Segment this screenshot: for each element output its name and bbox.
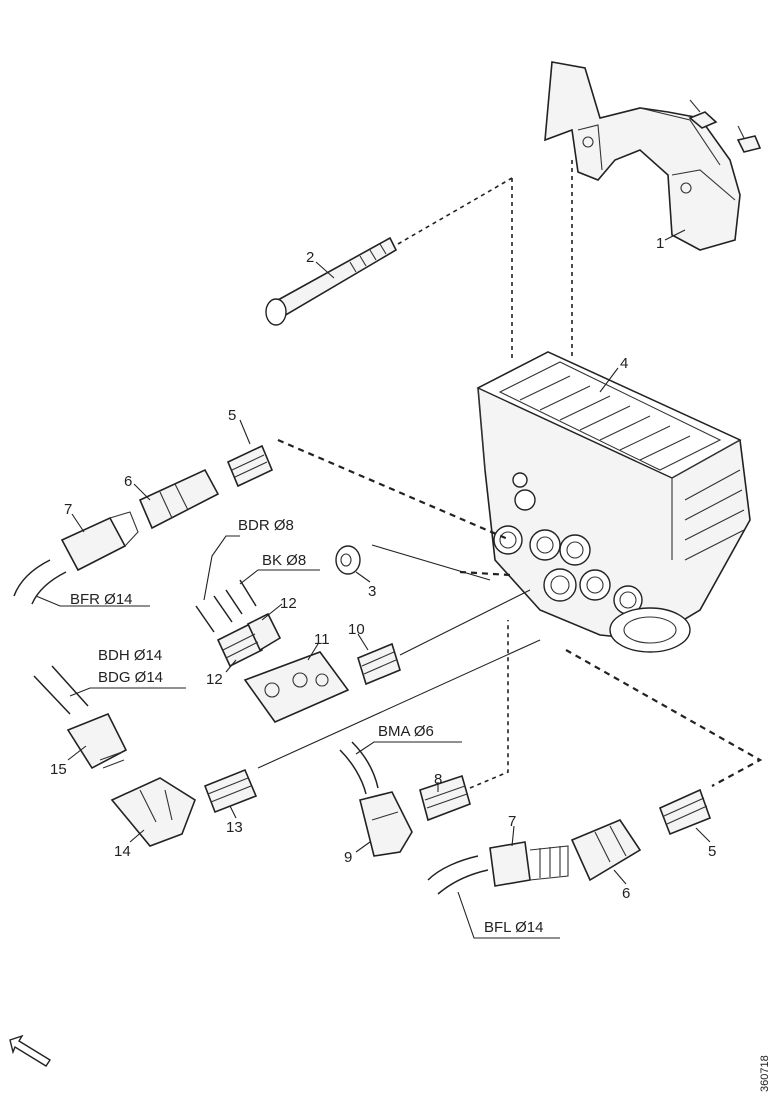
leader-line (239, 569, 320, 585)
bma-hose (339, 741, 379, 795)
fitting-chain-lower-right (427, 788, 712, 895)
callout-7-lower: 7 (508, 813, 516, 830)
leader-line (355, 571, 371, 583)
bdh-hose (33, 665, 89, 715)
orientation-arrow-icon (9, 1034, 51, 1067)
alignment-line (459, 570, 511, 577)
alignment-line (469, 620, 509, 789)
bolt-part (265, 177, 513, 326)
callout-12-upper: 12 (280, 595, 297, 612)
leader-line (133, 483, 151, 501)
leader-line (67, 745, 87, 761)
callout-12-lower: 12 (206, 671, 223, 688)
drawing-reference: 360718 (759, 1055, 771, 1092)
callout-3: 3 (368, 583, 376, 600)
callout-4: 4 (620, 355, 628, 372)
pipe-label-bdg: BDG Ø14 (98, 669, 163, 686)
bfl-hose (427, 855, 489, 895)
pipe-label-bdh: BDH Ø14 (98, 647, 162, 664)
pipe-label-bk: BK Ø8 (262, 552, 306, 569)
leader-line (695, 827, 711, 843)
bfr-hose (13, 559, 67, 605)
leader-line (511, 825, 515, 847)
alignment-line (371, 544, 491, 581)
manifold-11-part (243, 651, 350, 723)
callout-5-upper: 5 (228, 407, 236, 424)
valve-block-part (476, 351, 751, 653)
alignment-line (565, 649, 763, 787)
fitting-10-part (357, 642, 401, 686)
callout-5-lower: 5 (708, 843, 716, 860)
leader-line (203, 535, 240, 601)
leader-line (357, 633, 369, 651)
callout-13: 13 (226, 819, 243, 836)
leader-line (229, 805, 237, 819)
callout-1: 1 (656, 235, 664, 252)
fitting-chain-lower-left (33, 665, 258, 847)
leader-line (315, 261, 335, 279)
alignment-line (257, 639, 541, 769)
leader-line (355, 841, 371, 853)
washer-part (335, 545, 361, 575)
alignment-line (399, 589, 531, 656)
leader-line (129, 829, 145, 843)
leader-line (69, 687, 186, 697)
pipe-label-bfl: BFL Ø14 (484, 919, 543, 936)
callout-7-upper: 7 (64, 501, 72, 518)
callout-6-upper: 6 (124, 473, 132, 490)
leader-line (225, 659, 237, 673)
bracket-part (544, 61, 762, 251)
callout-14: 14 (114, 843, 131, 860)
connector-12-part (216, 612, 282, 668)
leader-line (71, 513, 85, 533)
callout-11: 11 (314, 631, 330, 648)
bk-hose (225, 579, 257, 615)
callout-9: 9 (344, 849, 352, 866)
bdr-hose (195, 595, 233, 633)
callout-8: 8 (434, 771, 442, 788)
leader-line (35, 595, 150, 607)
callout-6-lower: 6 (622, 885, 630, 902)
leader-line (599, 367, 619, 393)
leader-line (355, 741, 462, 755)
leader-line (239, 419, 251, 445)
pipe-label-bdr: BDR Ø8 (238, 517, 294, 534)
pipe-label-bfr: BFR Ø14 (70, 591, 133, 608)
callout-2: 2 (306, 249, 314, 266)
callout-15: 15 (50, 761, 67, 778)
fitting-chain-upper-left (60, 444, 274, 572)
callout-10: 10 (348, 621, 365, 638)
alignment-line (277, 438, 511, 542)
leader-line (613, 869, 627, 885)
leader-line (457, 891, 560, 939)
leader-line (664, 229, 686, 241)
leader-line (261, 603, 283, 621)
fitting-chain-lower-middle (339, 741, 471, 857)
leader-line (307, 643, 319, 661)
pipe-label-bma: BMA Ø6 (378, 723, 434, 740)
